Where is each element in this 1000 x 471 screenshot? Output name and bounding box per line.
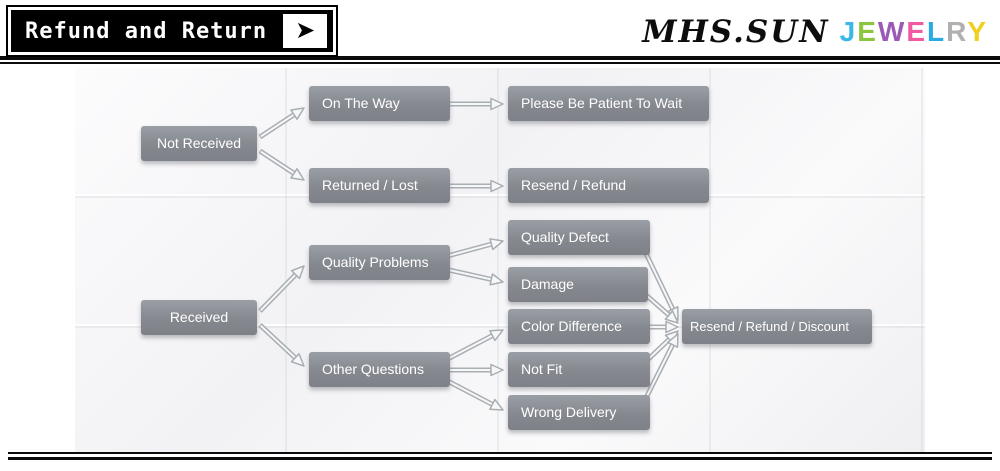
node-on-the-way: On The Way: [309, 86, 450, 121]
brand-letter: E: [857, 16, 878, 47]
separator-top-line2: [0, 62, 1000, 64]
separator-bottom: [8, 452, 992, 460]
play-arrow-icon: ➤: [283, 14, 328, 48]
brand-jewelry: JEWELRY: [840, 16, 988, 48]
node-quality-defect: Quality Defect: [508, 220, 650, 255]
node-color-difference: Color Difference: [508, 309, 650, 344]
separator-top-line1: [0, 56, 1000, 60]
node-not-received: Not Received: [141, 126, 257, 161]
node-other-questions: Other Questions: [309, 352, 450, 387]
page-title: Refund and Return: [25, 18, 268, 44]
node-wrong-delivery: Wrong Delivery: [508, 395, 650, 430]
header-title-box: Refund and Return ➤: [6, 5, 339, 57]
node-resend-refund-discount: Resend / Refund / Discount: [682, 309, 872, 344]
separator-bottom-line2: [8, 457, 992, 460]
brand-letter: E: [906, 16, 928, 47]
node-not-fit: Not Fit: [508, 352, 650, 387]
separator-top: [0, 56, 1000, 64]
node-received: Received: [141, 300, 257, 335]
node-quality-problems: Quality Problems: [309, 245, 450, 280]
brand-letter: L: [927, 16, 947, 47]
header-title-inner: Refund and Return ➤: [11, 10, 334, 52]
node-please-be-patient: Please Be Patient To Wait: [508, 86, 709, 121]
brand-logo: MHS.SUN JEWELRY: [642, 14, 988, 50]
node-resend-refund: Resend / Refund: [508, 168, 709, 203]
node-returned-lost: Returned / Lost: [309, 168, 450, 203]
separator-bottom-line1: [8, 452, 992, 454]
brand-letter: J: [839, 16, 858, 47]
brand-name: MHS.SUN: [642, 14, 830, 50]
brand-letter: R: [946, 16, 968, 47]
brand-letter: W: [877, 16, 907, 47]
node-damage: Damage: [508, 267, 648, 302]
arrow-glyph: ➤: [295, 17, 316, 44]
brand-letter: Y: [967, 16, 988, 47]
